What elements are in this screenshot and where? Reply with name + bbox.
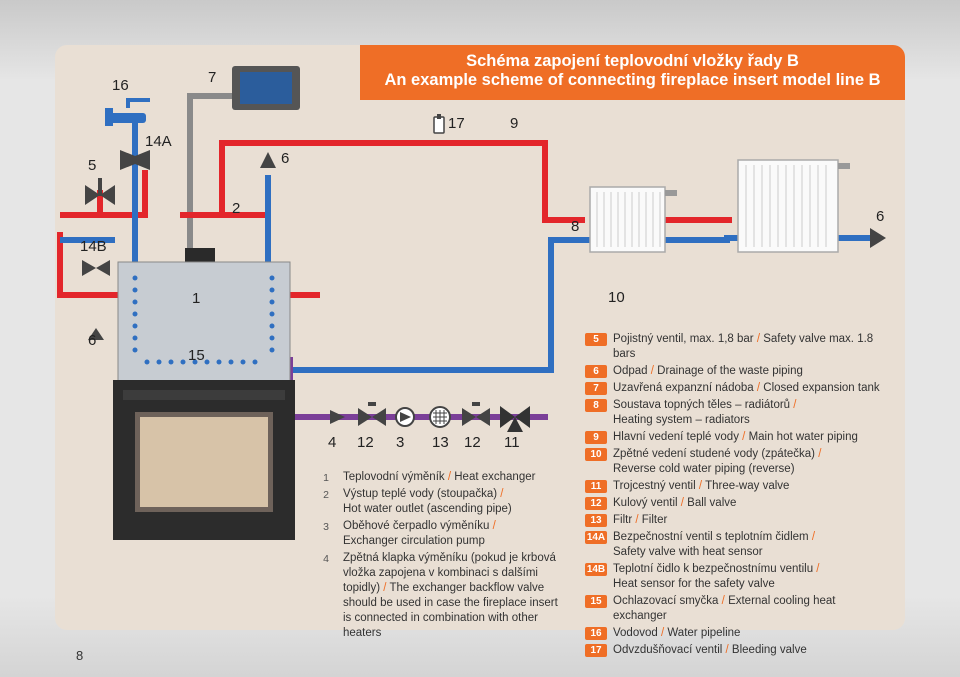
label-1: 1	[192, 290, 200, 307]
label-4: 4	[328, 434, 336, 451]
label-6-top: 6	[281, 150, 289, 167]
label-10: 10	[608, 289, 625, 306]
cooling-loop-pipe	[287, 357, 548, 420]
expansion-tank-pipe	[187, 93, 245, 270]
label-6-right: 6	[876, 208, 884, 225]
label-3: 3	[396, 434, 404, 451]
backflow-valve-4-icon	[330, 410, 345, 424]
filter-13-icon	[429, 406, 451, 428]
label-15: 15	[188, 347, 205, 364]
ball-valve-12-icon	[462, 402, 490, 426]
safety-valve-14a-icon	[120, 150, 150, 170]
fireplace-insert	[113, 248, 295, 540]
radiator-icon	[737, 159, 850, 253]
bleeding-valve-icon	[433, 114, 445, 134]
label-12-first: 12	[357, 434, 374, 451]
drain-arrow-icon	[260, 152, 276, 168]
label-6-left: 6	[88, 332, 96, 349]
heat-sensor-14b-icon	[82, 260, 110, 276]
ball-valve-12-icon	[358, 402, 386, 426]
three-way-valve-11-icon	[500, 406, 530, 432]
label-12-second: 12	[464, 434, 481, 451]
safety-valve-5-icon	[85, 178, 115, 205]
label-17: 17	[448, 115, 465, 132]
drain-arrow-icon	[870, 228, 886, 248]
page-number: 8	[76, 648, 84, 663]
drain-arrow-icon	[88, 328, 104, 340]
label-9: 9	[510, 115, 518, 132]
label-14a: 14A	[145, 133, 172, 150]
title-english: An example scheme of connecting fireplac…	[384, 71, 881, 89]
title-czech: Schéma zapojení teplovodní vložky řady B	[466, 52, 799, 70]
label-14b: 14B	[80, 238, 107, 255]
label-11: 11	[504, 434, 520, 451]
expansion-tank-icon	[232, 66, 300, 110]
hot-water-pipes	[57, 140, 732, 298]
label-13: 13	[432, 434, 449, 451]
pump-3-icon	[395, 407, 415, 427]
label-7: 7	[208, 69, 216, 86]
cooling-loop-dots	[132, 275, 275, 365]
label-2: 2	[232, 200, 240, 217]
water-tap-icon	[105, 98, 150, 126]
title-bar: Schéma zapojení teplovodní vložky řady B…	[360, 45, 905, 100]
label-5: 5	[88, 157, 96, 174]
label-16: 16	[112, 77, 129, 94]
label-8: 8	[571, 218, 579, 235]
radiator-icon	[589, 186, 677, 253]
